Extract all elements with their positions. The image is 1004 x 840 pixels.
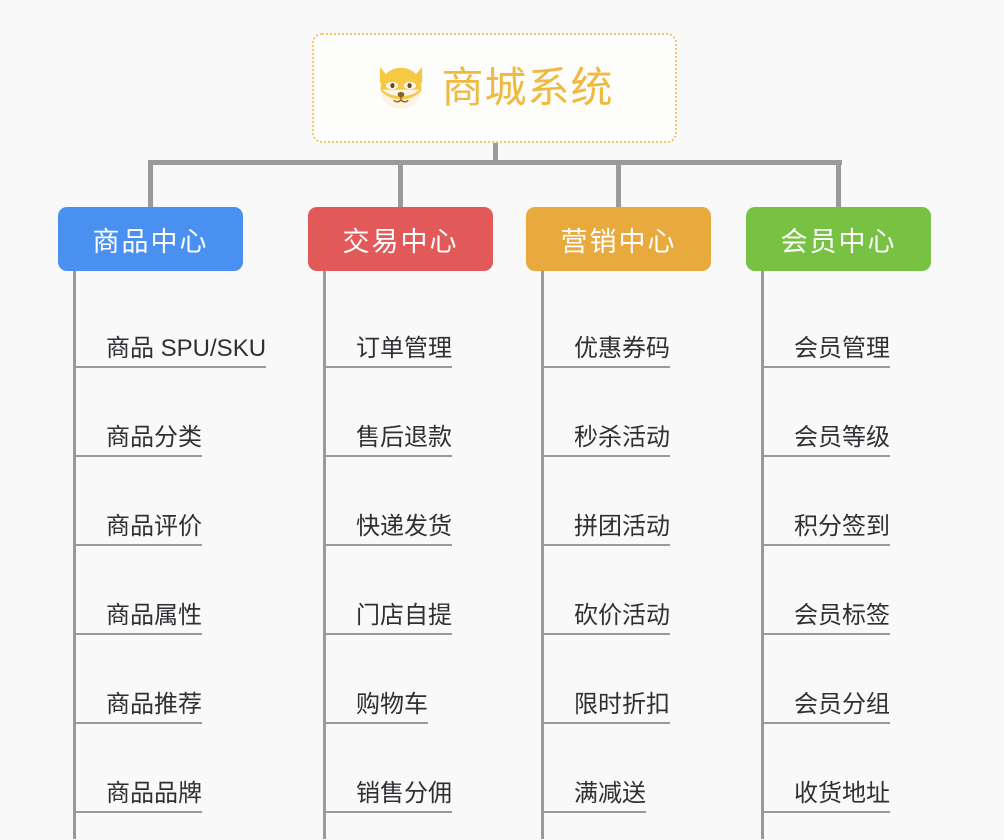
list-item[interactable]: 商品分类: [76, 368, 308, 457]
leaf-underline: [326, 455, 356, 457]
leaf-label: 收货地址: [794, 781, 890, 813]
leaf-list-0: 商品 SPU/SKU 商品分类 商品评价 商品属性 商品推荐 商品品牌: [73, 271, 308, 839]
leaf-label: 会员标签: [794, 603, 890, 635]
leaf-underline: [764, 366, 794, 368]
list-item[interactable]: 商品品牌: [76, 724, 308, 813]
leaf-label: 商品 SPU/SKU: [106, 336, 267, 368]
leaf-underline: [76, 544, 106, 546]
leaf-underline: [76, 455, 106, 457]
leaf-underline: [326, 544, 356, 546]
leaf-label: 商品品牌: [106, 781, 202, 813]
branch-column-1: 交易中心 订单管理 售后退款 快递发货 门店自提 购物车: [308, 207, 528, 839]
leaf-underline: [764, 455, 794, 457]
shiba-dog-face-icon: [380, 66, 423, 110]
leaf-list-2: 优惠券码 秒杀活动 拼团活动 砍价活动 限时折扣 满减送: [541, 271, 746, 839]
list-item[interactable]: 积分签到: [764, 457, 966, 546]
leaf-underline: [326, 811, 356, 813]
branch-column-3: 会员中心 会员管理 会员等级 积分签到 会员标签 会员分组: [746, 207, 966, 839]
list-item[interactable]: 订单管理: [326, 279, 528, 368]
leaf-underline: [76, 722, 106, 724]
connector-drop-营销中心: [616, 160, 621, 208]
leaf-label: 商品属性: [106, 603, 202, 635]
leaf-label: 优惠券码: [574, 336, 670, 368]
leaf-underline: [544, 366, 574, 368]
connector-drop-会员中心: [836, 160, 841, 208]
list-item[interactable]: 收货地址: [764, 724, 966, 813]
leaf-underline: [764, 722, 794, 724]
root-title: 商城系统: [441, 64, 614, 111]
leaf-label: 满减送: [574, 781, 646, 813]
list-item[interactable]: 会员标签: [764, 546, 966, 635]
leaf-underline: [544, 811, 574, 813]
leaf-label: 销售分佣: [356, 781, 452, 813]
leaf-underline: [76, 366, 106, 368]
leaf-label: 限时折扣: [574, 692, 670, 724]
list-item[interactable]: 满减送: [544, 724, 746, 813]
connector-horizontal-bus: [148, 160, 842, 165]
list-item[interactable]: 会员管理: [764, 279, 966, 368]
leaf-underline: [76, 633, 106, 635]
leaf-underline: [326, 366, 356, 368]
list-item[interactable]: 门店自提: [326, 546, 528, 635]
leaf-label: 会员分组: [794, 692, 890, 724]
branch-header-1[interactable]: 交易中心: [308, 207, 493, 271]
list-item[interactable]: 售后退款: [326, 368, 528, 457]
connector-root-stem: [493, 143, 498, 164]
leaf-label: 拼团活动: [574, 514, 670, 546]
leaf-label: 购物车: [356, 692, 428, 724]
list-item[interactable]: 秒杀活动: [544, 368, 746, 457]
leaf-underline: [326, 633, 356, 635]
leaf-label: 快递发货: [356, 514, 452, 546]
branch-header-3[interactable]: 会员中心: [746, 207, 931, 271]
list-item[interactable]: 商品推荐: [76, 635, 308, 724]
leaf-label: 订单管理: [356, 336, 452, 368]
leaf-underline: [326, 722, 356, 724]
list-item[interactable]: 商品属性: [76, 546, 308, 635]
leaf-label: 商品分类: [106, 425, 202, 457]
leaf-underline: [544, 455, 574, 457]
leaf-label: 会员等级: [794, 425, 890, 457]
leaf-label: 会员管理: [794, 336, 890, 368]
leaf-label: 砍价活动: [574, 603, 670, 635]
branch-header-0[interactable]: 商品中心: [58, 207, 243, 271]
list-item[interactable]: 会员分组: [764, 635, 966, 724]
leaf-label: 商品推荐: [106, 692, 202, 724]
leaf-label: 积分签到: [794, 514, 890, 546]
leaf-list-1: 订单管理 售后退款 快递发货 门店自提 购物车 销售分佣: [323, 271, 528, 839]
leaf-underline: [544, 544, 574, 546]
leaf-underline: [764, 633, 794, 635]
leaf-list-3: 会员管理 会员等级 积分签到 会员标签 会员分组 收货地址: [761, 271, 966, 839]
list-item[interactable]: 商品评价: [76, 457, 308, 546]
leaf-label: 商品评价: [106, 514, 202, 546]
connector-drop-交易中心: [398, 160, 403, 208]
list-item[interactable]: 砍价活动: [544, 546, 746, 635]
connector-drop-商品中心: [148, 160, 153, 208]
root-node[interactable]: 商城系统: [312, 33, 677, 143]
leaf-underline: [544, 633, 574, 635]
list-item[interactable]: 优惠券码: [544, 279, 746, 368]
list-item[interactable]: 购物车: [326, 635, 528, 724]
leaf-underline: [764, 544, 794, 546]
list-item[interactable]: 会员等级: [764, 368, 966, 457]
list-item[interactable]: 拼团活动: [544, 457, 746, 546]
branch-column-2: 营销中心 优惠券码 秒杀活动 拼团活动 砍价活动 限时折扣: [526, 207, 746, 839]
branch-column-0: 商品中心 商品 SPU/SKU 商品分类 商品评价 商品属性 商品推荐: [58, 207, 308, 839]
list-item[interactable]: 商品 SPU/SKU: [76, 279, 308, 368]
branch-header-2[interactable]: 营销中心: [526, 207, 711, 271]
list-item[interactable]: 销售分佣: [326, 724, 528, 813]
list-item[interactable]: 快递发货: [326, 457, 528, 546]
leaf-underline: [544, 722, 574, 724]
leaf-label: 秒杀活动: [574, 425, 670, 457]
list-item[interactable]: 限时折扣: [544, 635, 746, 724]
leaf-underline: [76, 811, 106, 813]
leaf-underline: [764, 811, 794, 813]
leaf-label: 门店自提: [356, 603, 452, 635]
leaf-label: 售后退款: [356, 425, 452, 457]
